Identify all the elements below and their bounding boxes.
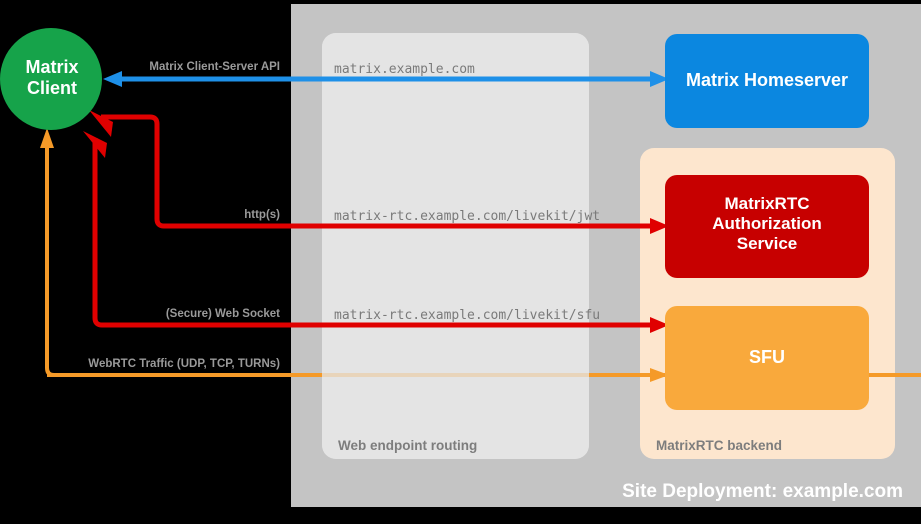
edge-label-https: http(s) bbox=[244, 209, 280, 221]
edge-label-matrix-client-server-api: Matrix Client-Server API bbox=[149, 61, 280, 73]
arrowhead-ws-client bbox=[83, 131, 107, 158]
node-sfu[interactable] bbox=[665, 306, 869, 410]
arrowhead-https-auth bbox=[650, 218, 669, 234]
node-matrixrtc-authorization-service[interactable] bbox=[665, 175, 869, 278]
edge-label-webrtc: WebRTC Traffic (UDP, TCP, TURNs) bbox=[88, 358, 280, 370]
arrowhead-ws-sfu bbox=[650, 317, 669, 333]
node-matrix-homeserver[interactable] bbox=[665, 34, 869, 128]
group-label-web-endpoint-routing: Web endpoint routing bbox=[338, 438, 478, 453]
web-endpoint-routing-overlay bbox=[322, 33, 589, 459]
endpoint-livekit-jwt: matrix-rtc.example.com/livekit/jwt bbox=[334, 209, 601, 224]
endpoint-livekit-sfu: matrix-rtc.example.com/livekit/sfu bbox=[334, 308, 601, 323]
arrowhead-webrtc-sfu bbox=[650, 368, 669, 382]
arrowhead-left-blue bbox=[103, 71, 122, 87]
group-label-matrixrtc-backend: MatrixRTC backend bbox=[656, 438, 783, 453]
arrowhead-webrtc-client bbox=[40, 128, 54, 148]
edge-https bbox=[89, 110, 669, 234]
site-deployment-title: Site Deployment: example.com bbox=[622, 481, 903, 502]
arrowhead-right-blue bbox=[650, 71, 669, 87]
endpoint-matrix-example-com: matrix.example.com bbox=[334, 62, 475, 77]
edge-label-websocket: (Secure) Web Socket bbox=[165, 308, 280, 320]
edge-matrix-client-server-api bbox=[103, 71, 669, 87]
edge-websocket bbox=[83, 131, 669, 333]
arrowhead-https-client bbox=[89, 110, 113, 137]
edge-webrtc bbox=[40, 128, 669, 382]
node-matrix-client[interactable] bbox=[0, 28, 102, 130]
